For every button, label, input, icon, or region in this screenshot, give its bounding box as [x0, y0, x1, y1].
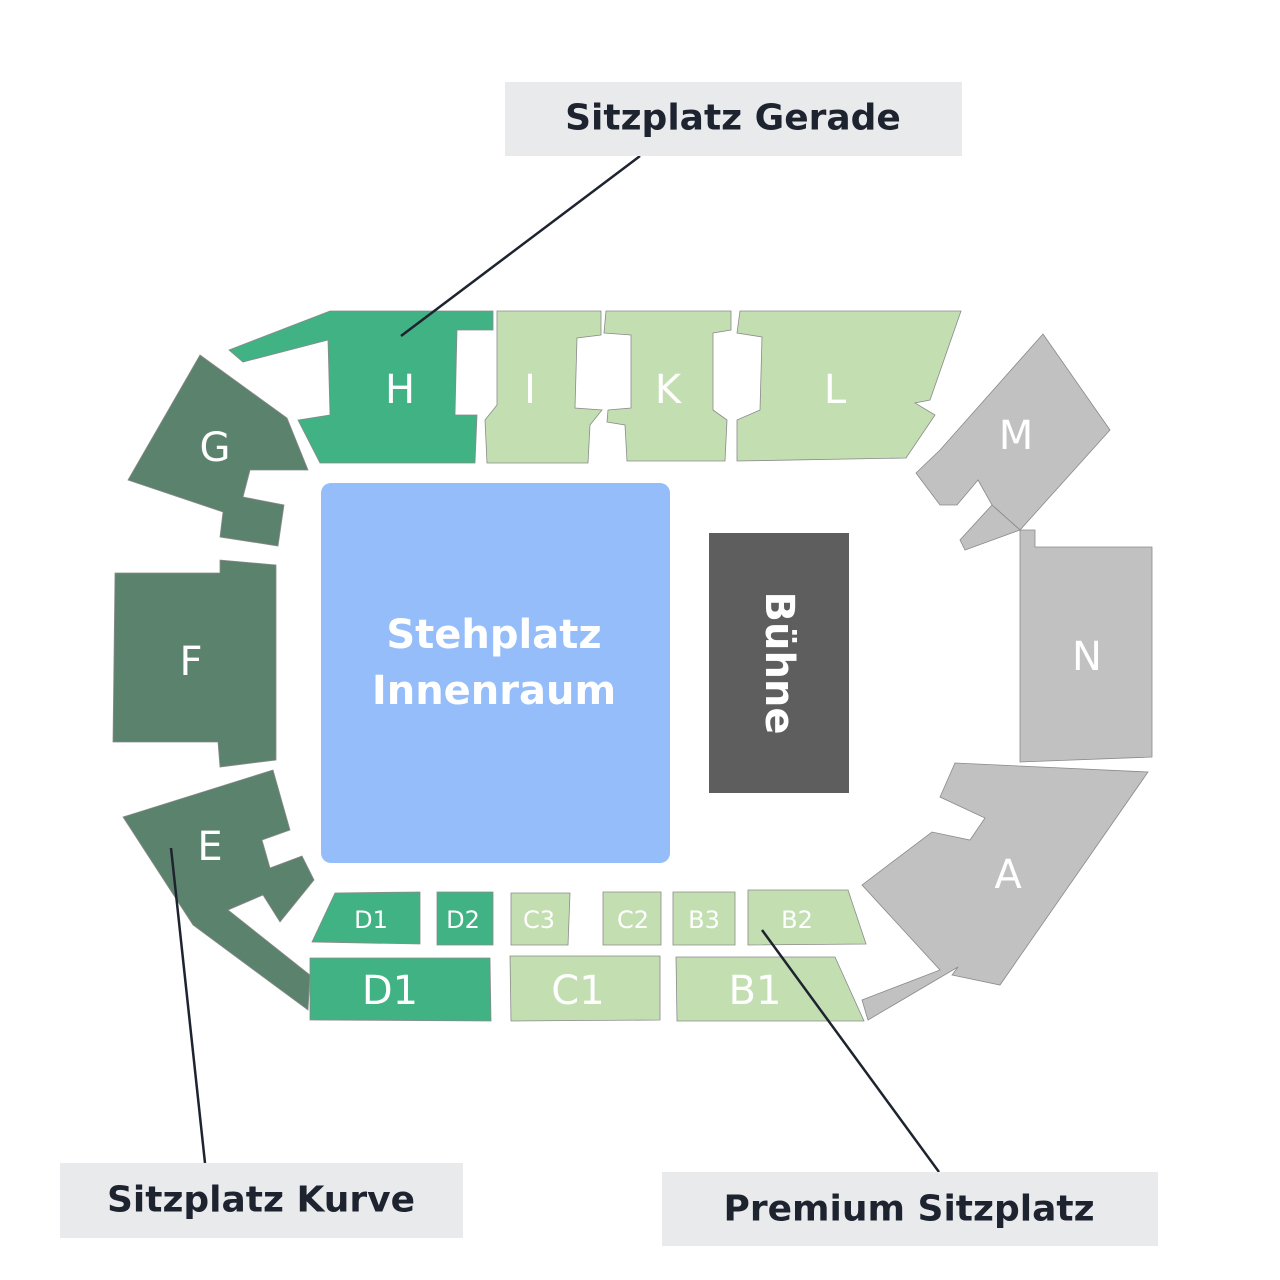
section-N[interactable]: N	[1019, 529, 1153, 763]
section-D1-upper-label: D1	[354, 906, 388, 934]
section-F-label: F	[179, 639, 202, 685]
section-I-label: I	[524, 367, 536, 413]
section-A-label: A	[994, 852, 1022, 898]
section-K-label: K	[655, 367, 683, 413]
callout-kurve-text: Sitzplatz Kurve	[107, 1180, 415, 1221]
innenraum-label-line2: Innenraum	[372, 668, 616, 714]
section-M[interactable]: M	[915, 333, 1111, 551]
section-L-label: L	[824, 367, 847, 413]
callout-premium-text: Premium Sitzplatz	[723, 1189, 1094, 1230]
stage: Bühne	[709, 533, 849, 793]
section-B2-label: B2	[781, 906, 813, 934]
leader-kurve	[169, 847, 207, 1164]
section-A[interactable]: A	[861, 762, 1149, 1021]
callout-gerade: Sitzplatz Gerade	[505, 82, 962, 156]
section-D2[interactable]: D2	[436, 891, 494, 946]
leader-premium	[760, 929, 941, 1173]
section-innenraum[interactable]: Stehplatz Innenraum	[321, 483, 670, 863]
callout-premium: Premium Sitzplatz	[662, 1172, 1158, 1246]
section-I[interactable]: I	[484, 310, 603, 464]
section-B1[interactable]: B1	[675, 956, 865, 1022]
section-E[interactable]: E	[122, 769, 315, 1011]
section-F[interactable]: F	[112, 559, 277, 768]
section-G[interactable]: G	[127, 354, 309, 547]
section-C2[interactable]: C2	[602, 891, 662, 946]
section-L[interactable]: L	[736, 310, 962, 462]
section-C3[interactable]: C3	[510, 892, 571, 946]
section-C1[interactable]: C1	[509, 955, 661, 1022]
section-D1-lower-label: D1	[362, 968, 418, 1014]
section-H[interactable]: H	[228, 310, 494, 464]
callout-kurve: Sitzplatz Kurve	[60, 1163, 463, 1238]
section-D1-upper[interactable]: D1	[311, 891, 421, 945]
section-M-label: M	[999, 413, 1034, 459]
stage-label: Bühne	[756, 591, 802, 734]
section-B2[interactable]: B2	[747, 889, 867, 946]
innenraum-label-line1: Stehplatz	[386, 612, 601, 658]
callout-gerade-text: Sitzplatz Gerade	[565, 98, 901, 139]
section-B1-label: B1	[729, 968, 782, 1014]
section-C2-label: C2	[617, 906, 649, 934]
section-C3-label: C3	[523, 906, 555, 934]
leader-gerade	[400, 155, 641, 337]
section-B3[interactable]: B3	[672, 891, 736, 946]
section-K[interactable]: K	[603, 310, 732, 462]
section-H-label: H	[385, 367, 415, 413]
section-C1-label: C1	[551, 968, 604, 1014]
section-E-label: E	[197, 824, 222, 870]
section-N-label: N	[1072, 634, 1102, 680]
section-B3-label: B3	[688, 906, 720, 934]
section-D1-lower[interactable]: D1	[309, 957, 492, 1022]
section-D2-label: D2	[446, 906, 480, 934]
section-G-label: G	[200, 425, 231, 471]
